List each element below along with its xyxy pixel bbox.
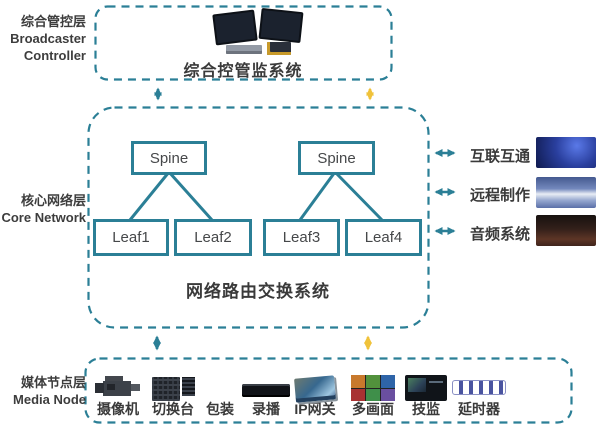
media-item-label: 延时器 [458, 401, 500, 417]
layer-label-broadcaster-cn: 综合管控层 [20, 14, 86, 29]
spine-1-node: Spine [131, 141, 207, 175]
media-item-label: 摄像机 [97, 401, 139, 417]
leaf-3-node: Leaf3 [263, 219, 340, 256]
ip-gateway-card-icon [286, 367, 344, 403]
media-item-label: 录播 [252, 401, 280, 417]
dual-monitors-icon [212, 7, 304, 56]
layer-label-media-cn: 媒体节点层 [20, 375, 86, 390]
layer-label-core-network: 核心网络层 Core Network [0, 192, 86, 226]
layer-label-core-en: Core Network [1, 210, 86, 225]
audio-system-photo [536, 215, 596, 246]
leaf-4-node: Leaf4 [345, 219, 422, 256]
spine-2-node: Spine [298, 141, 375, 175]
camera-icon [89, 367, 147, 401]
media-item-label: 多画面 [352, 401, 394, 417]
layer-label-media-en: Media Node [13, 392, 86, 407]
layer-label-broadcaster-en1: Broadcaster [10, 31, 86, 46]
leaf-2-node: Leaf2 [174, 219, 252, 256]
right-link-audio-system-label: 音频系统 [470, 226, 531, 243]
layer-label-media-node: 媒体节点层 Media Node [0, 374, 86, 408]
layer-label-broadcaster: 综合管控层 Broadcaster Controller [0, 13, 86, 64]
broadcaster-system-title: 综合控管监系统 [183, 63, 303, 80]
media-item-label: 切换台 [152, 401, 194, 417]
remote-production-photo [536, 177, 596, 208]
media-item-ip-gateway: IP网关 [286, 363, 344, 417]
core-network-system-title: 网络路由交换系统 [186, 282, 330, 301]
media-item-label: 包装 [206, 401, 234, 417]
media-item-delay-unit: 延时器 [450, 363, 508, 417]
delay-unit-icon [450, 367, 508, 401]
media-item-label: 技监 [412, 401, 440, 417]
media-item-camera: 摄像机 [89, 363, 147, 417]
spine-leaf-links [128, 170, 384, 222]
multiviewer-icon [344, 367, 402, 401]
tech-monitor-icon [397, 367, 455, 401]
right-link-remote-production-label: 远程制作 [470, 187, 531, 204]
right-link-interconnect-label: 互联互通 [470, 148, 531, 165]
leaf-1-node: Leaf1 [93, 219, 169, 256]
media-item-tech-monitor: 技监 [397, 363, 455, 417]
media-item-multiviewer: 多画面 [344, 363, 402, 417]
layer-label-broadcaster-en2: Controller [23, 48, 86, 63]
media-item-label: IP网关 [294, 401, 336, 417]
interconnect-photo [536, 137, 596, 168]
layer-label-core-cn: 核心网络层 [20, 193, 86, 208]
